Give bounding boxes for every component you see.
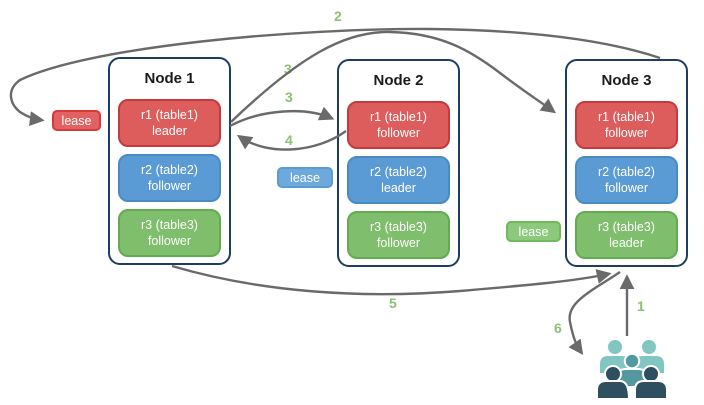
node-1-title: Node 1 <box>144 70 195 87</box>
node-3-replica-r2: r2 (table2) follower <box>575 156 678 204</box>
replica-role: follower <box>376 236 421 250</box>
step-label-5: 5 <box>389 295 397 311</box>
arrow-step5-node1-to-node3 <box>171 264 612 296</box>
users-icon <box>596 338 668 400</box>
replica-role: leader <box>152 124 187 138</box>
replica-role: leader <box>609 236 644 250</box>
node-3: Node 3 r1 (table1) follower r2 (table2) … <box>565 59 688 267</box>
node-2-replica-r1: r1 (table1) follower <box>347 101 450 149</box>
replica-label: r2 (table2) <box>598 164 655 179</box>
arrow-step3-node1-to-node2 <box>229 106 335 128</box>
replica-role: follower <box>147 234 192 248</box>
step-label-1: 1 <box>637 298 645 314</box>
lease-badge-table2: lease <box>277 167 333 188</box>
step-label-3b: 3 <box>285 89 293 105</box>
node-2-replica-r2: r2 (table2) leader <box>347 156 450 204</box>
replica-label: r1 (table1) <box>370 109 427 124</box>
replica-label: r1 (table1) <box>598 109 655 124</box>
lease-badge-table3: lease <box>506 221 561 242</box>
replica-label: r3 (table3) <box>141 217 198 232</box>
node-3-replica-r3: r3 (table3) leader <box>575 211 678 259</box>
step-label-4: 4 <box>285 132 293 148</box>
replica-role: leader <box>381 181 416 195</box>
step-label-2: 2 <box>334 8 342 24</box>
node-2-replica-r3: r3 (table3) follower <box>347 211 450 259</box>
lease-badge-table1: lease <box>52 110 101 131</box>
node-1: Node 1 r1 (table1) leader r2 (table2) fo… <box>108 57 231 265</box>
node-1-replica-r1: r1 (table1) leader <box>118 99 221 147</box>
replica-role: follower <box>376 126 421 140</box>
node-2: Node 2 r1 (table1) follower r2 (table2) … <box>337 59 460 267</box>
replica-role: follower <box>604 181 649 195</box>
replica-role: follower <box>147 179 192 193</box>
node-2-title: Node 2 <box>373 72 424 89</box>
node-1-replica-r2: r2 (table2) follower <box>118 154 221 202</box>
step-label-3a: 3 <box>284 61 292 77</box>
replica-label: r1 (table1) <box>141 107 198 122</box>
arrow-step4-node2-to-node1 <box>236 130 347 151</box>
node-3-replica-r1: r1 (table1) follower <box>575 101 678 149</box>
replica-role: follower <box>604 126 649 140</box>
replica-label: r3 (table3) <box>598 219 655 234</box>
step-label-6: 6 <box>554 320 562 336</box>
replica-label: r2 (table2) <box>370 164 427 179</box>
node-1-replica-r3: r3 (table3) follower <box>118 209 221 257</box>
replica-label: r3 (table3) <box>370 219 427 234</box>
replica-label: r2 (table2) <box>141 162 198 177</box>
node-3-title: Node 3 <box>601 72 652 89</box>
arrow-step6-node3-to-users <box>568 271 621 356</box>
